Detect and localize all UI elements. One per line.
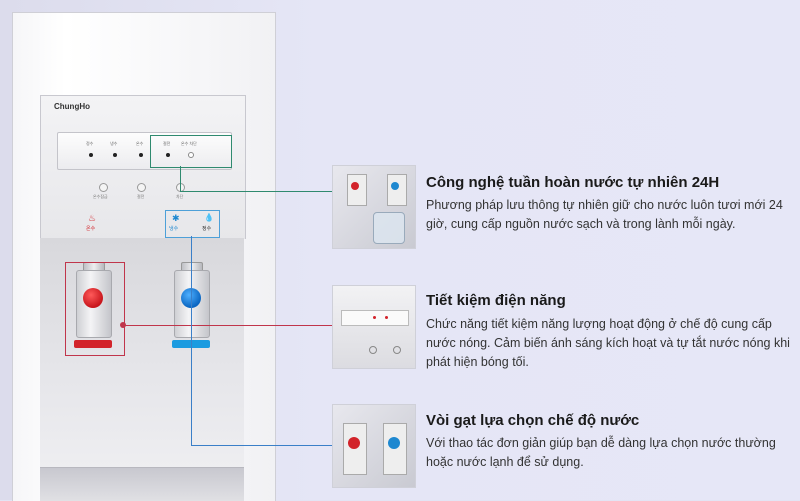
feature-description: Với thao tác đơn giản giúp bạn dễ dàng l… (426, 436, 776, 469)
water-drop-icon: 💧 (204, 213, 214, 222)
highlight-box-green (150, 135, 232, 168)
connector-blue-vertical (191, 236, 192, 446)
indicator-light (139, 153, 143, 157)
water-taps-photo-icon (332, 165, 416, 249)
taps-closeup-photo-icon (332, 404, 416, 488)
button-label: 온수잠금 (93, 194, 108, 199)
panel-label: 냉수 (110, 141, 118, 146)
feature-title: Công nghệ tuần hoàn nước tự nhiên 24H (426, 174, 720, 191)
button-label: 절전 (137, 194, 145, 199)
light-sensor-icon (188, 152, 194, 158)
panel-label: 온수 차단 (181, 141, 197, 146)
panel-label: 정수 (86, 141, 94, 146)
brand-logo: ChungHo (54, 102, 90, 111)
hot-water-tap[interactable] (72, 262, 114, 348)
highlight-box-red (65, 262, 125, 356)
connector-green-horizontal (180, 191, 332, 192)
panel-label: 절전 (163, 141, 171, 146)
feature-title: Vòi gạt lựa chọn chế độ nước (426, 412, 640, 429)
feature-description: Phương pháp lưu thông tự nhiên giữ cho n… (426, 198, 783, 231)
button-label: 차단 (176, 194, 184, 199)
feature-description: Chức năng tiết kiệm năng lượng hoạt động… (426, 317, 790, 369)
connector-red-horizontal (123, 325, 333, 326)
hot-lock-button[interactable] (99, 183, 108, 192)
hot-water-icon: ♨ (88, 213, 97, 223)
indicator-light (113, 153, 117, 157)
indicator-light (166, 153, 170, 157)
hot-label: 온수 (86, 226, 96, 232)
purified-label: 정수 (202, 226, 212, 232)
highlight-box-blue (165, 210, 220, 238)
indicator-light (89, 153, 93, 157)
connector-red-dot (120, 322, 126, 328)
panel-label: 온수 (136, 141, 144, 146)
cold-label: 냉수 (169, 226, 179, 232)
drip-tray (40, 467, 244, 501)
snowflake-icon: ✱ (172, 213, 180, 223)
connector-green-vertical (180, 166, 181, 192)
control-panel-photo-icon (332, 285, 416, 369)
indicator-strip (57, 132, 232, 170)
dispense-alcove (40, 238, 244, 470)
feature-title: Tiết kiệm điện năng (426, 292, 566, 309)
power-save-button[interactable] (137, 183, 146, 192)
connector-blue-horizontal (191, 445, 332, 446)
